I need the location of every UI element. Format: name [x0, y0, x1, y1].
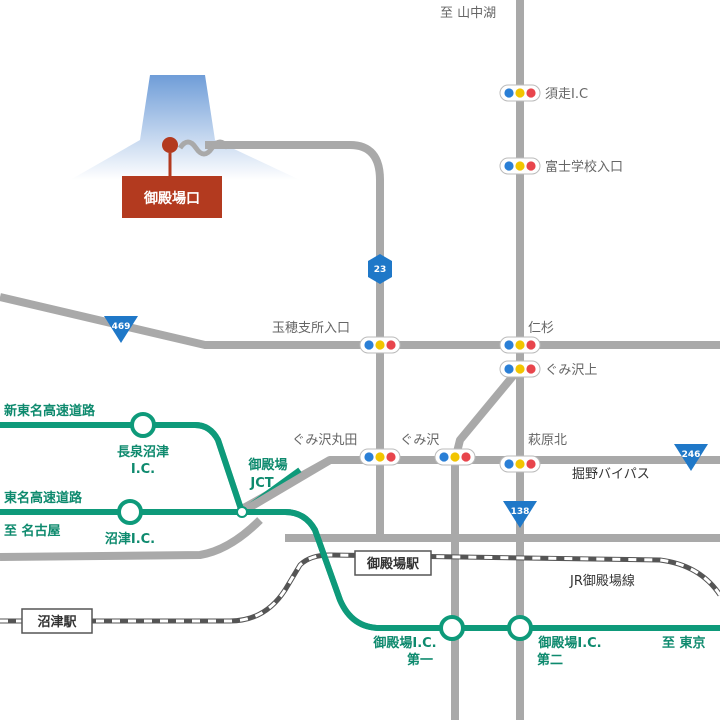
- label-jct-2: JCT: [249, 476, 273, 491]
- svg-text:沼津駅: 沼津駅: [37, 614, 77, 630]
- numazu-ic-marker: [117, 499, 143, 525]
- svg-text:御殿場駅: 御殿場駅: [366, 556, 420, 572]
- road-469: [0, 293, 720, 349]
- label-numazu-ic: 沼津I.C.: [105, 531, 155, 547]
- label-gotemba-ic1-2: 第一: [407, 652, 433, 668]
- label-haginara-kita: 萩原北: [528, 433, 567, 448]
- label-gumizawa-maruta: ぐみ沢丸田: [292, 433, 357, 448]
- road-23: [205, 141, 384, 535]
- mountain-icon: [70, 75, 300, 180]
- direction-west: 至 名古屋: [4, 523, 61, 539]
- signal-fuji-school-icon: [499, 157, 541, 175]
- signal-nisugi-icon: [499, 336, 541, 354]
- signal-tamaho-icon: [359, 336, 401, 354]
- traffic-signals: [359, 84, 541, 473]
- svg-text:23: 23: [374, 265, 387, 275]
- label-jr-line: JR御殿場線: [569, 573, 635, 589]
- label-fuji-school: 富士学校入口: [545, 159, 623, 175]
- signal-gumizawa-icon: [434, 448, 476, 466]
- signal-haginara-kita-icon: [499, 455, 541, 473]
- label-tomei: 東名高速道路: [4, 490, 83, 506]
- direction-north: 至 山中湖: [440, 6, 496, 21]
- signal-subashiri-icon: [499, 84, 541, 102]
- signal-gumizawa-maruta-icon: [359, 448, 401, 466]
- nagaizumi-ic-marker: [130, 412, 156, 438]
- label-gotemba-ic2-1: 御殿場I.C.: [537, 635, 601, 651]
- destination-label: 御殿場口: [143, 190, 200, 207]
- destination-pin: 御殿場口: [122, 137, 231, 218]
- label-nagaizumi-ic-2: I.C.: [131, 462, 155, 477]
- label-gotemba-ic2-2: 第二: [537, 652, 563, 668]
- route-23-shield: 23: [368, 254, 392, 284]
- svg-text:138: 138: [511, 507, 530, 517]
- road-gumizawa-diagonal: [451, 367, 522, 720]
- station-gotemba: 御殿場駅: [354, 550, 432, 576]
- label-gotemba-ic1-1: 御殿場I.C.: [372, 635, 436, 651]
- label-gumizawa: ぐみ沢: [400, 433, 439, 448]
- jct-marker: [236, 506, 248, 518]
- svg-text:469: 469: [112, 322, 131, 332]
- label-shin-tomei: 新東名高速道路: [4, 403, 96, 419]
- route-138-shield: 138: [503, 501, 537, 528]
- route-469-shield: 469: [104, 316, 138, 343]
- signal-gumizawa-kami-icon: [499, 360, 541, 378]
- route-shields: 23 469 246 138: [104, 254, 708, 528]
- direction-east: 至 東京: [662, 635, 706, 651]
- route-246-shield: 246: [674, 444, 708, 471]
- label-gumizawa-kami: ぐみ沢上: [545, 363, 597, 378]
- gotemba-ic2-marker: [507, 615, 533, 641]
- road-lower-west: [0, 517, 263, 561]
- interchange-markers: [117, 412, 533, 641]
- label-nisugi: 仁杉: [528, 321, 554, 336]
- station-numazu: 沼津駅: [21, 608, 93, 634]
- label-subashiri-ic: 須走I.C: [545, 87, 588, 102]
- destination-badge: [122, 176, 222, 218]
- jr-railway: [0, 552, 720, 624]
- label-nagaizumi-ic-1: 長泉沼津: [117, 444, 169, 460]
- gotemba-ic1-marker: [439, 615, 465, 641]
- svg-text:246: 246: [682, 450, 701, 460]
- label-jct-1: 御殿場: [247, 457, 287, 473]
- label-tamaho: 玉穂支所入口: [272, 321, 350, 336]
- label-bypass: 掘野バイパス: [572, 467, 650, 482]
